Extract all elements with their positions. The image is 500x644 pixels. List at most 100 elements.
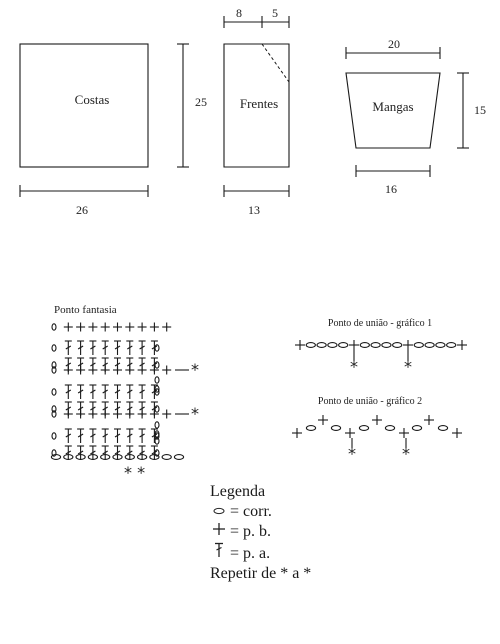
single-crochet-symbol — [149, 409, 159, 419]
back-shape — [19, 43, 149, 168]
chain-stitch-symbol — [411, 425, 423, 431]
front-neckline — [261, 43, 290, 83]
double-crochet-symbol — [64, 384, 72, 399]
single-crochet-symbol — [63, 365, 73, 375]
single-crochet-symbol — [424, 415, 434, 425]
front-panel: Frentes 8 5 13 — [223, 6, 290, 217]
sleeve-bottom-value: 16 — [385, 182, 397, 196]
chain-stitch-symbol — [100, 454, 111, 460]
legend-title: Legenda — [210, 483, 266, 500]
double-crochet-icon — [210, 542, 228, 564]
fancy-stitch-grid: ** — [50, 322, 199, 460]
single-crochet-symbol — [137, 365, 147, 375]
double-crochet-symbol — [150, 340, 158, 355]
join-chart-2-title: Ponto de união - gráfico 2 — [318, 396, 422, 407]
chain-stitch-symbol — [154, 421, 160, 429]
join-chart-2: Ponto de união - gráfico 2 ** — [292, 396, 462, 463]
chain-stitch-symbol — [75, 454, 86, 460]
single-crochet-symbol — [113, 322, 122, 332]
chain-stitch-symbol — [136, 454, 148, 460]
chain-stitch-symbol — [437, 425, 449, 431]
chain-stitch-symbol — [51, 449, 57, 457]
chain-stitch-symbol — [446, 342, 457, 348]
chain-stitch-symbol — [149, 454, 160, 460]
double-crochet-symbol — [138, 384, 146, 399]
legend-repeat: Repetir de * a * — [210, 565, 312, 582]
fancy-stitch-title: Ponto fantasia — [54, 304, 117, 316]
front-width-value: 13 — [248, 203, 260, 217]
single-crochet-symbol — [399, 428, 409, 438]
legend-item-chain: = corr. — [210, 502, 311, 522]
back-label: Costas — [75, 92, 110, 107]
legend-item-double-text: = p. a. — [230, 545, 271, 562]
chain-stitch-symbol — [154, 430, 160, 438]
chain-stitch-symbol — [154, 344, 160, 352]
double-crochet-symbol — [101, 340, 109, 355]
double-crochet-symbol — [114, 445, 121, 460]
chain-stitch-symbol — [424, 342, 435, 348]
fancy-repeat-mark: * * — [124, 463, 145, 482]
sleeve-panel: Mangas 20 15 16 — [345, 37, 486, 196]
chain-stitch-symbol — [87, 454, 99, 460]
single-crochet-symbol — [318, 415, 328, 425]
single-crochet-symbol — [292, 428, 302, 438]
double-crochet-symbol — [89, 384, 97, 399]
single-crochet-symbol — [457, 340, 467, 350]
double-crochet-symbol — [101, 428, 109, 443]
single-crochet-symbol — [149, 365, 159, 375]
repeat-star: * — [191, 404, 199, 423]
double-crochet-symbol — [89, 340, 97, 355]
double-crochet-symbol — [101, 384, 109, 399]
single-crochet-symbol — [88, 365, 98, 375]
double-crochet-symbol — [101, 445, 109, 460]
chain-stitch-symbol — [154, 405, 160, 413]
chain-stitch-symbol — [381, 342, 392, 348]
chain-stitch-symbol — [338, 342, 349, 348]
sleeve-top-value: 20 — [388, 37, 400, 51]
double-crochet-symbol — [64, 340, 72, 355]
sleeve-height-value: 15 — [474, 103, 486, 117]
back-height-value: 25 — [195, 95, 207, 109]
chain-stitch-symbol — [154, 361, 160, 369]
sleeve-shape — [345, 72, 441, 149]
chain-stitch-symbol — [51, 323, 57, 331]
single-crochet-symbol — [125, 409, 135, 419]
double-crochet-symbol — [77, 445, 85, 460]
legend-item-single: = p. b. — [210, 522, 311, 542]
legend: Legenda = corr. = p. b. = p. a. Repetir … — [210, 482, 311, 584]
single-crochet-symbol — [113, 365, 122, 375]
chain-stitch-symbol — [51, 388, 57, 396]
double-crochet-symbol — [114, 384, 121, 399]
single-crochet-symbol — [76, 365, 86, 375]
chain-stitch-symbol — [51, 361, 57, 369]
chain-stitch-symbol — [330, 425, 342, 431]
chain-stitch-symbol — [154, 388, 160, 396]
double-crochet-symbol — [114, 340, 121, 355]
single-crochet-symbol — [137, 409, 147, 419]
chain-stitch-symbol — [358, 425, 370, 431]
chain-stitch-symbol — [327, 342, 338, 348]
double-crochet-symbol — [126, 384, 134, 399]
chain-stitch-symbol — [154, 385, 160, 393]
single-crochet-symbol — [345, 428, 355, 438]
double-crochet-symbol — [150, 445, 158, 460]
single-crochet-icon — [210, 522, 228, 542]
front-top-left-value: 8 — [236, 6, 242, 20]
single-crochet-symbol — [76, 322, 86, 332]
sleeve-label: Mangas — [372, 99, 413, 114]
double-crochet-symbol — [64, 428, 72, 443]
double-crochet-symbol — [126, 445, 134, 460]
chain-stitch-symbol — [359, 342, 370, 348]
repeat-star: * — [404, 357, 412, 376]
chain-stitch-symbol — [63, 454, 74, 460]
chain-stitch-symbol — [316, 342, 327, 348]
double-crochet-symbol — [77, 384, 85, 399]
single-crochet-symbol — [403, 340, 413, 350]
single-crochet-symbol — [113, 409, 122, 419]
single-crochet-symbol — [100, 322, 110, 332]
legend-item-single-text: = p. b. — [230, 523, 272, 540]
double-crochet-symbol — [138, 340, 146, 355]
double-crochet-symbol — [89, 445, 97, 460]
single-crochet-symbol — [162, 409, 172, 419]
chain-stitch-symbol — [51, 366, 57, 374]
